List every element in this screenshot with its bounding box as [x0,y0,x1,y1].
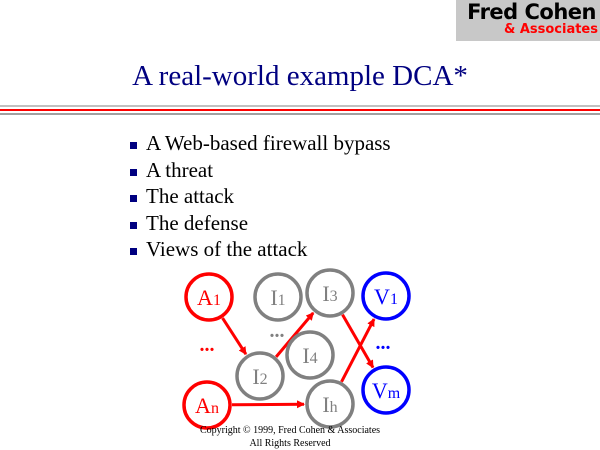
bullet-item: The defense [130,210,391,237]
bullet-item: Views of the attack [130,236,391,263]
node-circle [285,330,335,380]
ellipsis-attackers: ... [200,334,215,356]
node-label: An [195,393,219,418]
bullet-item: The attack [130,183,391,210]
node-circle [184,272,234,322]
slide-title: A real-world example DCA* [132,60,468,92]
divider-red [0,109,600,111]
bullet-square-icon [130,142,137,150]
node-i1: I1 [253,272,303,322]
bullet-square-icon [130,248,137,256]
bullet-text: Views of the attack [146,237,308,261]
bullet-square-icon [130,168,137,176]
edge-arrow-ih-v1 [340,318,376,383]
bullet-item: A Web-based firewall bypass [130,130,391,157]
bullet-text: The attack [146,184,235,208]
node-label: I3 [322,281,337,306]
node-i4: I4 [285,330,335,380]
divider-gray-top [0,105,600,107]
node-label: I1 [270,285,285,310]
node-an: An [182,380,232,430]
node-circle [361,365,411,415]
bullet-square-icon [130,221,137,229]
node-vm: Vm [361,365,411,415]
node-label: V1 [374,284,398,309]
node-ih: Ih [305,379,355,429]
copyright: Copyright © 1999, Fred Cohen & Associate… [0,424,580,450]
edge-arrow-i2-i3 [274,311,315,358]
edge-arrow-a1-i2 [221,317,248,355]
bullet-text: A Web-based firewall bypass [146,131,391,155]
node-v1: V1 [361,271,411,321]
logo-name: Fred Cohen [467,0,596,24]
bullet-text: A threat [146,157,214,182]
node-circle [182,380,232,430]
node-circle [235,351,285,401]
rights-line: All Rights Reserved [249,438,331,449]
node-i2: I2 [235,351,285,401]
copyright-line: Copyright © 1999, Fred Cohen & Associate… [199,425,381,436]
node-circle [253,272,303,322]
company-logo: Fred Cohen & Associates [456,0,600,41]
ellipsis-intermediates: ... [270,320,285,342]
bullet-item: A threat [130,157,391,184]
bullet-list: A Web-based firewall bypass A threat The… [130,130,391,263]
node-label: A1 [197,285,221,310]
node-circle [305,268,355,318]
node-i3: I3 [305,268,355,318]
node-circle [361,271,411,321]
node-label: I2 [252,364,267,389]
node-label: Vm [372,378,401,403]
divider-gray-bottom [0,113,600,115]
node-a1: A1 [184,272,234,322]
edge-arrow-i3-vm [341,313,375,369]
node-label: Ih [322,392,337,417]
node-circle [305,379,355,429]
ellipsis-victims: ... [376,332,391,354]
bullet-square-icon [130,195,137,203]
edge-arrow-an-ih [231,400,306,409]
bullet-text: The defense [146,210,249,235]
node-label: I4 [302,343,317,368]
logo-subtitle: & Associates [503,22,598,37]
